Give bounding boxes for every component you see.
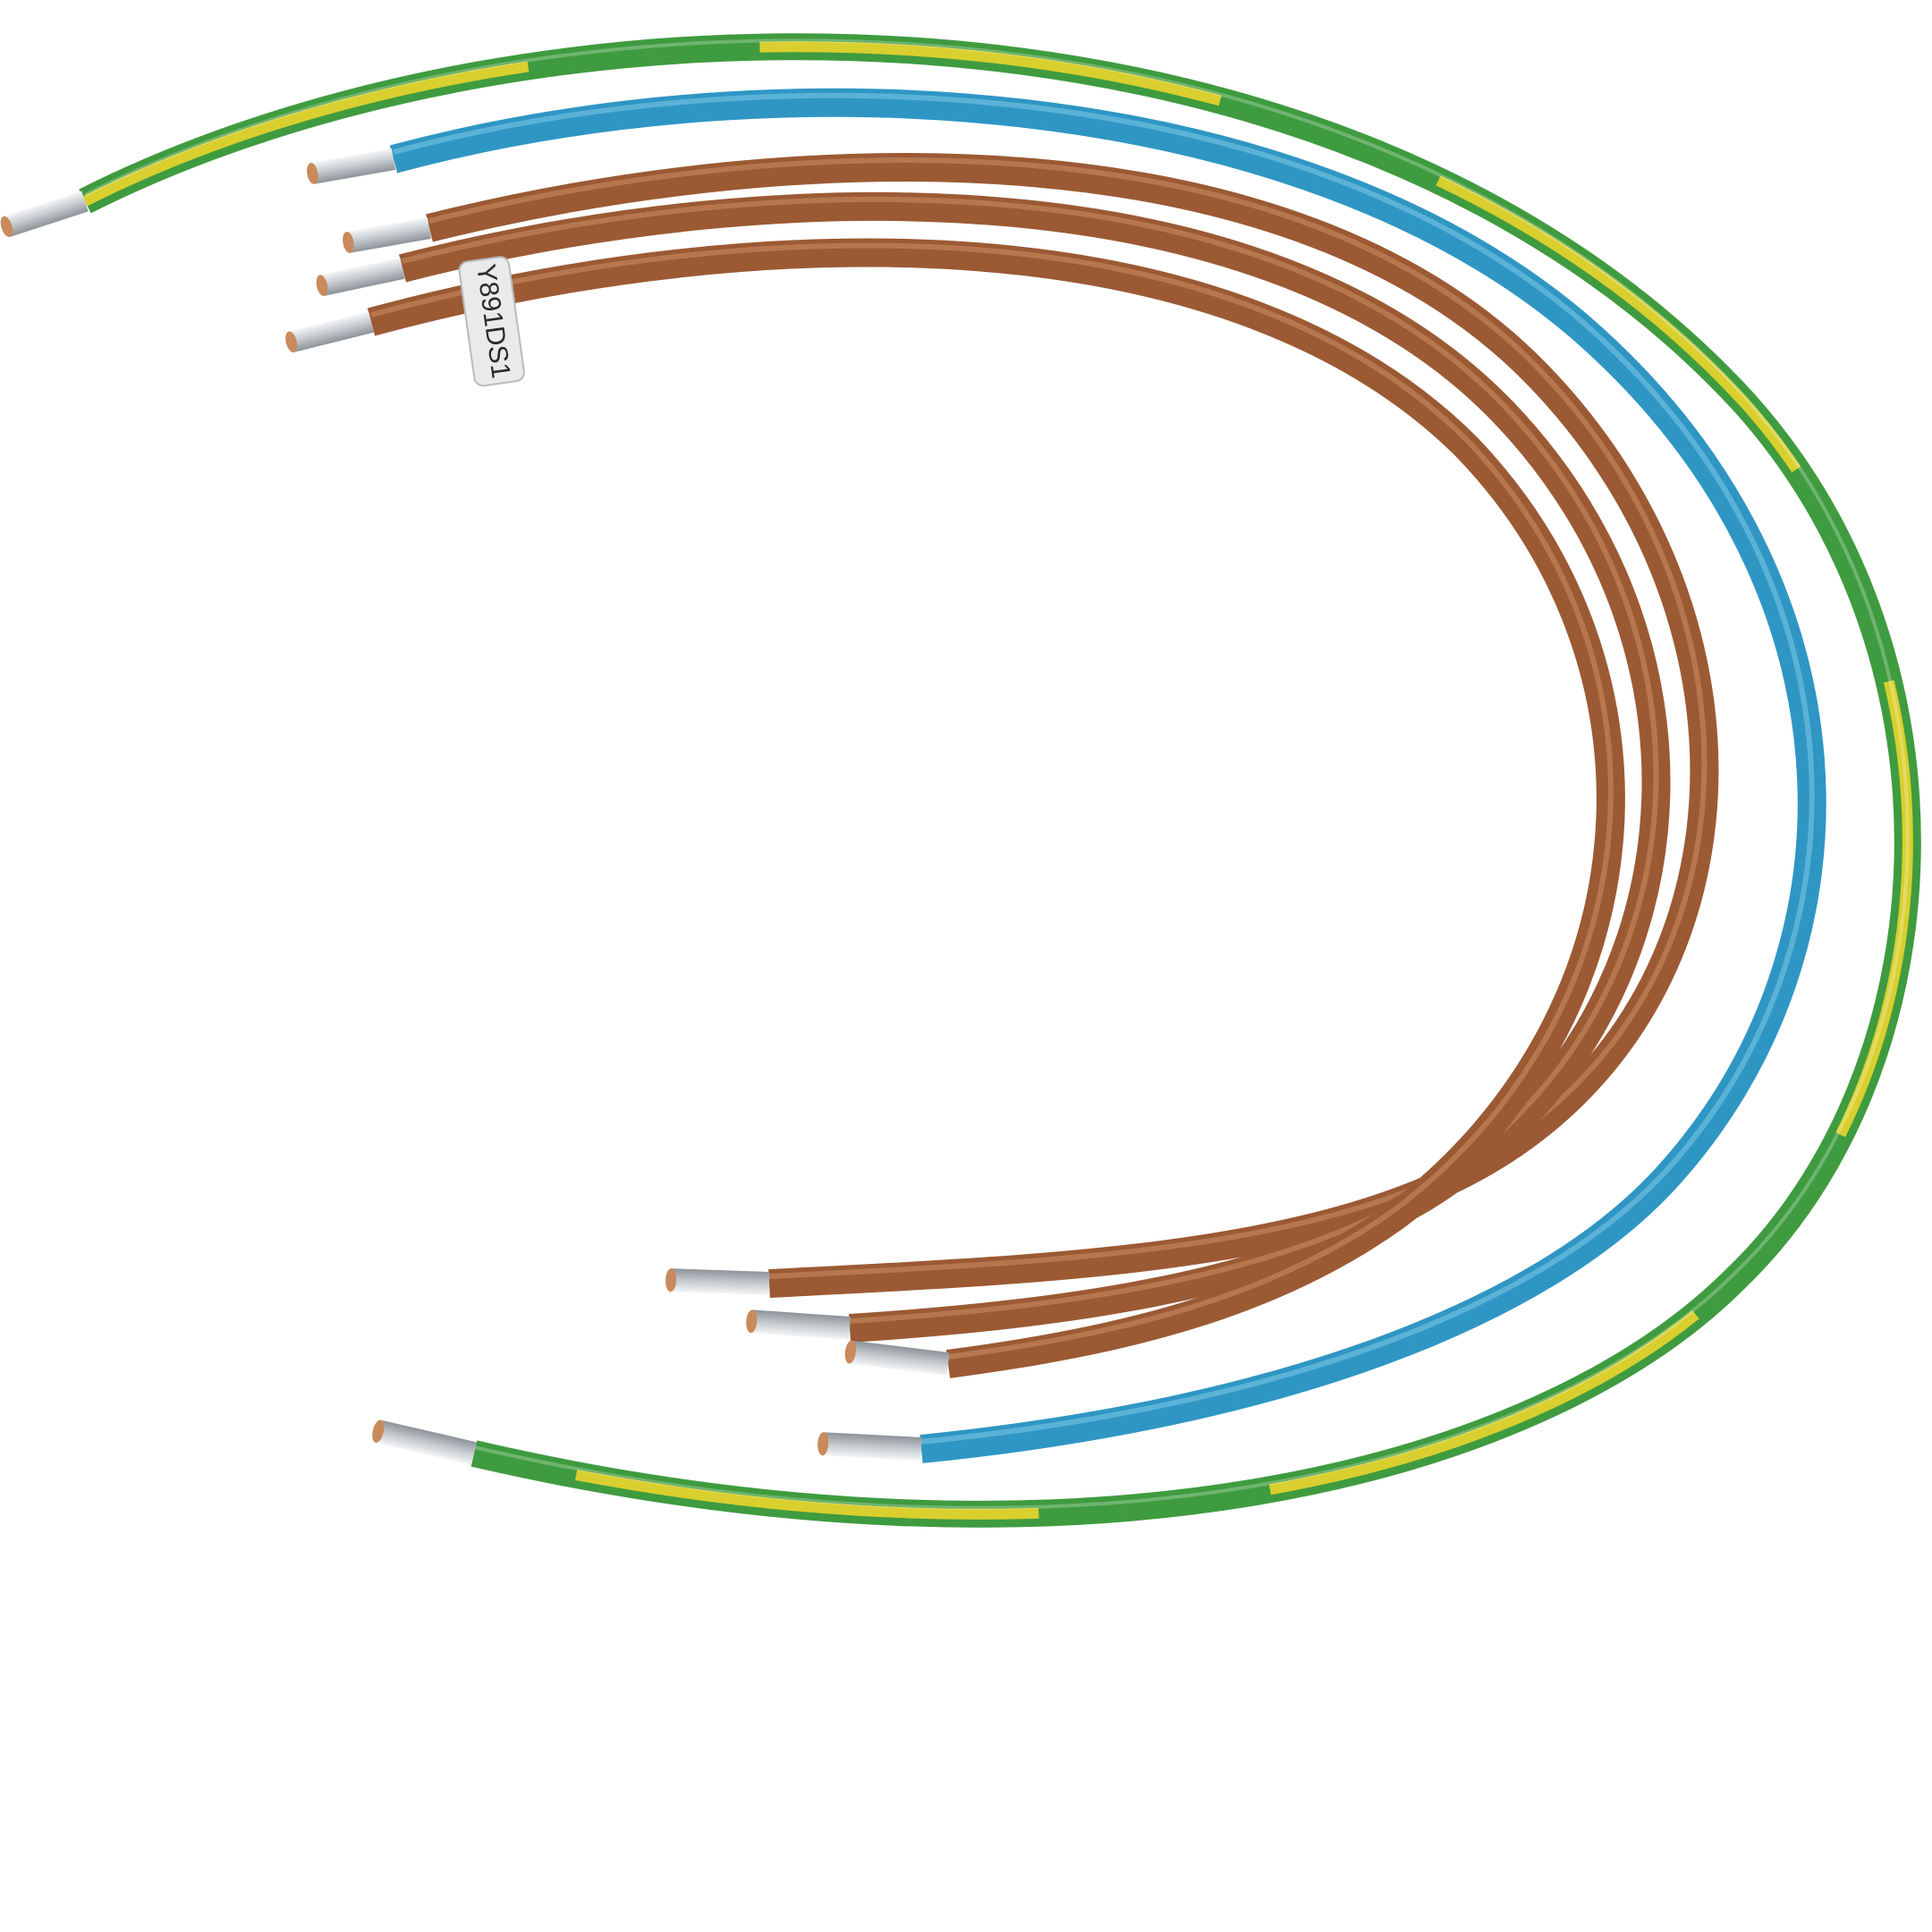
- ferrule-blue-top: [307, 148, 396, 184]
- ferrule-brown-1-top: [343, 217, 432, 253]
- ferrule-brown-3-bottom: [844, 1340, 950, 1376]
- ferrule-brown-1-bottom: [665, 1268, 770, 1295]
- ferrule-brown-2-top: [316, 258, 405, 296]
- ferrule-brown-3-top: [285, 311, 374, 352]
- ferrule-brown-2-bottom: [746, 1309, 851, 1340]
- blue-wire: [389, 88, 1826, 1463]
- brown-wire-2: [399, 192, 1671, 1343]
- brown-wire-1: [426, 153, 1719, 1298]
- ferrule-green-yellow-bottom: [372, 1419, 477, 1465]
- ferrule-green-yellow-top: [0, 191, 89, 237]
- wire-ends: [0, 148, 950, 1465]
- ferrule-blue-bottom: [818, 1432, 922, 1461]
- green-yellow-outer-wire: [79, 33, 1921, 1528]
- label-tag: Y891DS1: [458, 256, 525, 387]
- brown-wire-3: [367, 238, 1625, 1378]
